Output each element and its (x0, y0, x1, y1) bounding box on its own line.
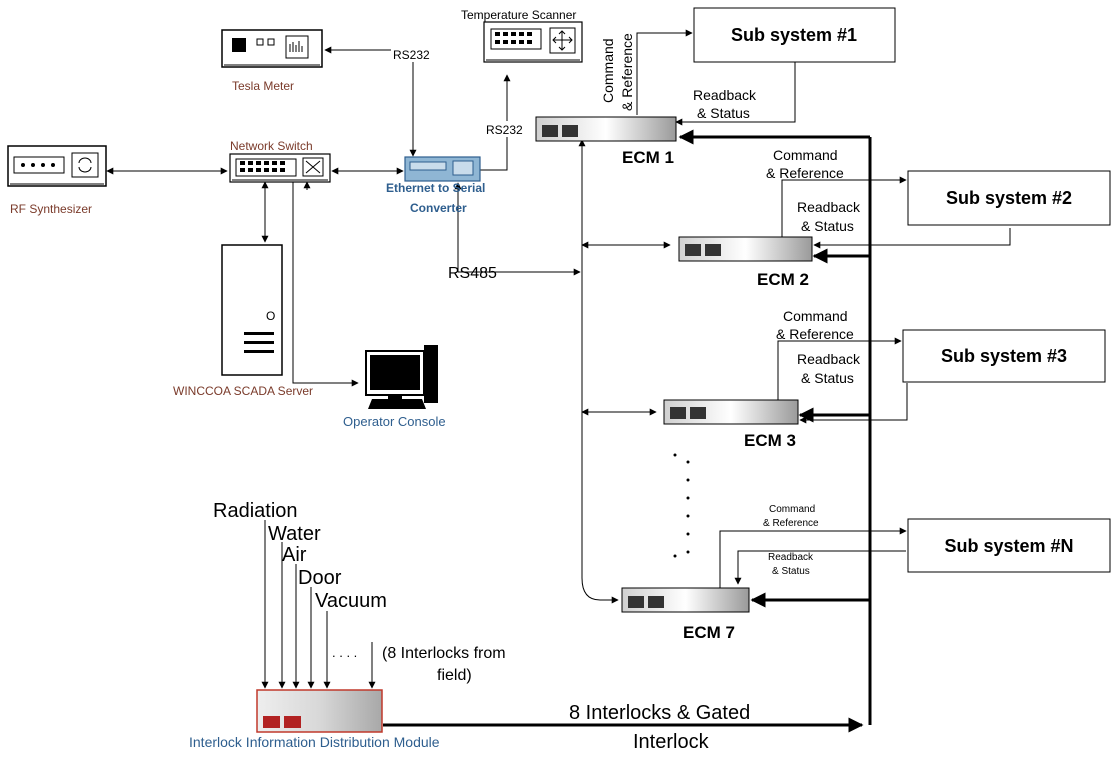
bus-label-line2: Interlock (633, 731, 710, 753)
status-label-n: & Status (772, 566, 810, 577)
ecm-label: ECM 7 (683, 623, 735, 642)
converter-label-line2: Converter (410, 201, 467, 215)
subsystem-label: Sub system #1 (731, 25, 857, 45)
operator-console-label: Operator Console (343, 414, 446, 429)
readback-label-2: Readback (797, 199, 861, 215)
tesla-meter: Tesla Meter (221, 29, 323, 93)
bus-label-line1: 8 Interlocks & Gated (569, 702, 750, 724)
command-label-3: Command (783, 308, 848, 324)
status-label-2: & Status (801, 218, 854, 234)
ecm-module: ECM 3 (663, 399, 799, 450)
interlock-input-label: Air (282, 544, 307, 566)
network-switch-label: Network Switch (230, 139, 313, 153)
ecm-ellipsis (673, 453, 690, 558)
ecm-label: ECM 1 (622, 148, 674, 167)
control-links (636, 29, 1011, 588)
temperature-scanner: Temperature Scanner (461, 8, 583, 63)
interlock-bus (383, 129, 872, 733)
interlock-input-label: Water (268, 523, 321, 545)
status-label-3: & Status (801, 370, 854, 386)
network-links (106, 46, 581, 387)
subsystem-box: Sub system #3 (902, 329, 1106, 383)
temperature-scanner-label: Temperature Scanner (461, 8, 576, 22)
readback-label-1: Readback (693, 87, 757, 103)
rs232-tesla-label: RS232 (393, 48, 430, 62)
bus-to-ecm7 (581, 577, 619, 604)
interlock-ellipsis: . . . . (332, 645, 357, 660)
interlock-inputs (261, 520, 376, 689)
command-label-n: Command (769, 504, 815, 515)
rs485-bus (578, 139, 671, 604)
reference-label-n: & Reference (763, 518, 819, 529)
ecm-label: ECM 3 (744, 431, 796, 450)
link-switch-console (292, 181, 359, 387)
subsystem-box: Sub system #N (907, 518, 1111, 573)
readback-label-3: Readback (797, 351, 861, 367)
link-scanner-converter (480, 74, 511, 171)
reference-label-3: & Reference (776, 326, 854, 342)
iidm-label: Interlock Information Distribution Modul… (189, 734, 440, 750)
ecm-module: ECM 7 (621, 587, 750, 642)
network-switch: Network Switch (229, 139, 331, 183)
rf-synthesizer: RF Synthesizer (7, 145, 107, 216)
iidm-module: Interlock Information Distribution Modul… (189, 689, 440, 750)
status-label-1: & Status (697, 105, 750, 121)
interlock-input-label: Radiation (213, 500, 298, 522)
ecm-module: ECM 2 (678, 236, 813, 289)
scada-server: O WINCCOA SCADA Server (173, 244, 313, 398)
reference-label-2: & Reference (766, 165, 844, 181)
link-tesla-converter (324, 46, 417, 157)
subsystem-box: Sub system #2 (907, 170, 1111, 226)
interlock-input-label: Vacuum (315, 590, 387, 612)
command-label-1: Command (600, 38, 616, 103)
converter-label-line1: Ethernet to Serial (386, 181, 485, 195)
scada-server-label: WINCCOA SCADA Server (173, 384, 313, 398)
interlock-input-label: Door (298, 567, 342, 589)
subsystem-box: Sub system #1 (693, 7, 896, 63)
rf-synthesizer-label: RF Synthesizer (10, 202, 92, 216)
subsystem-label: Sub system #3 (941, 346, 1067, 366)
field-note-line2: field) (437, 667, 472, 684)
readback-label-n: Readback (768, 552, 814, 563)
command-label-2: Command (773, 147, 838, 163)
tesla-meter-label: Tesla Meter (232, 79, 294, 93)
rs232-scanner-label: RS232 (486, 123, 523, 137)
server-indicator: O (266, 309, 275, 323)
operator-console: Operator Console (343, 345, 446, 429)
ethernet-serial-converter: Ethernet to Serial Converter (386, 156, 485, 215)
subsystem-label: Sub system #2 (946, 188, 1072, 208)
reference-label-1: & Reference (619, 33, 635, 111)
rs485-label: RS485 (448, 265, 497, 282)
ecm-label: ECM 2 (757, 270, 809, 289)
subsystem-label: Sub system #N (944, 536, 1073, 556)
ecm-module: ECM 1 (535, 116, 677, 167)
field-note-line1: (8 Interlocks from (382, 645, 506, 662)
